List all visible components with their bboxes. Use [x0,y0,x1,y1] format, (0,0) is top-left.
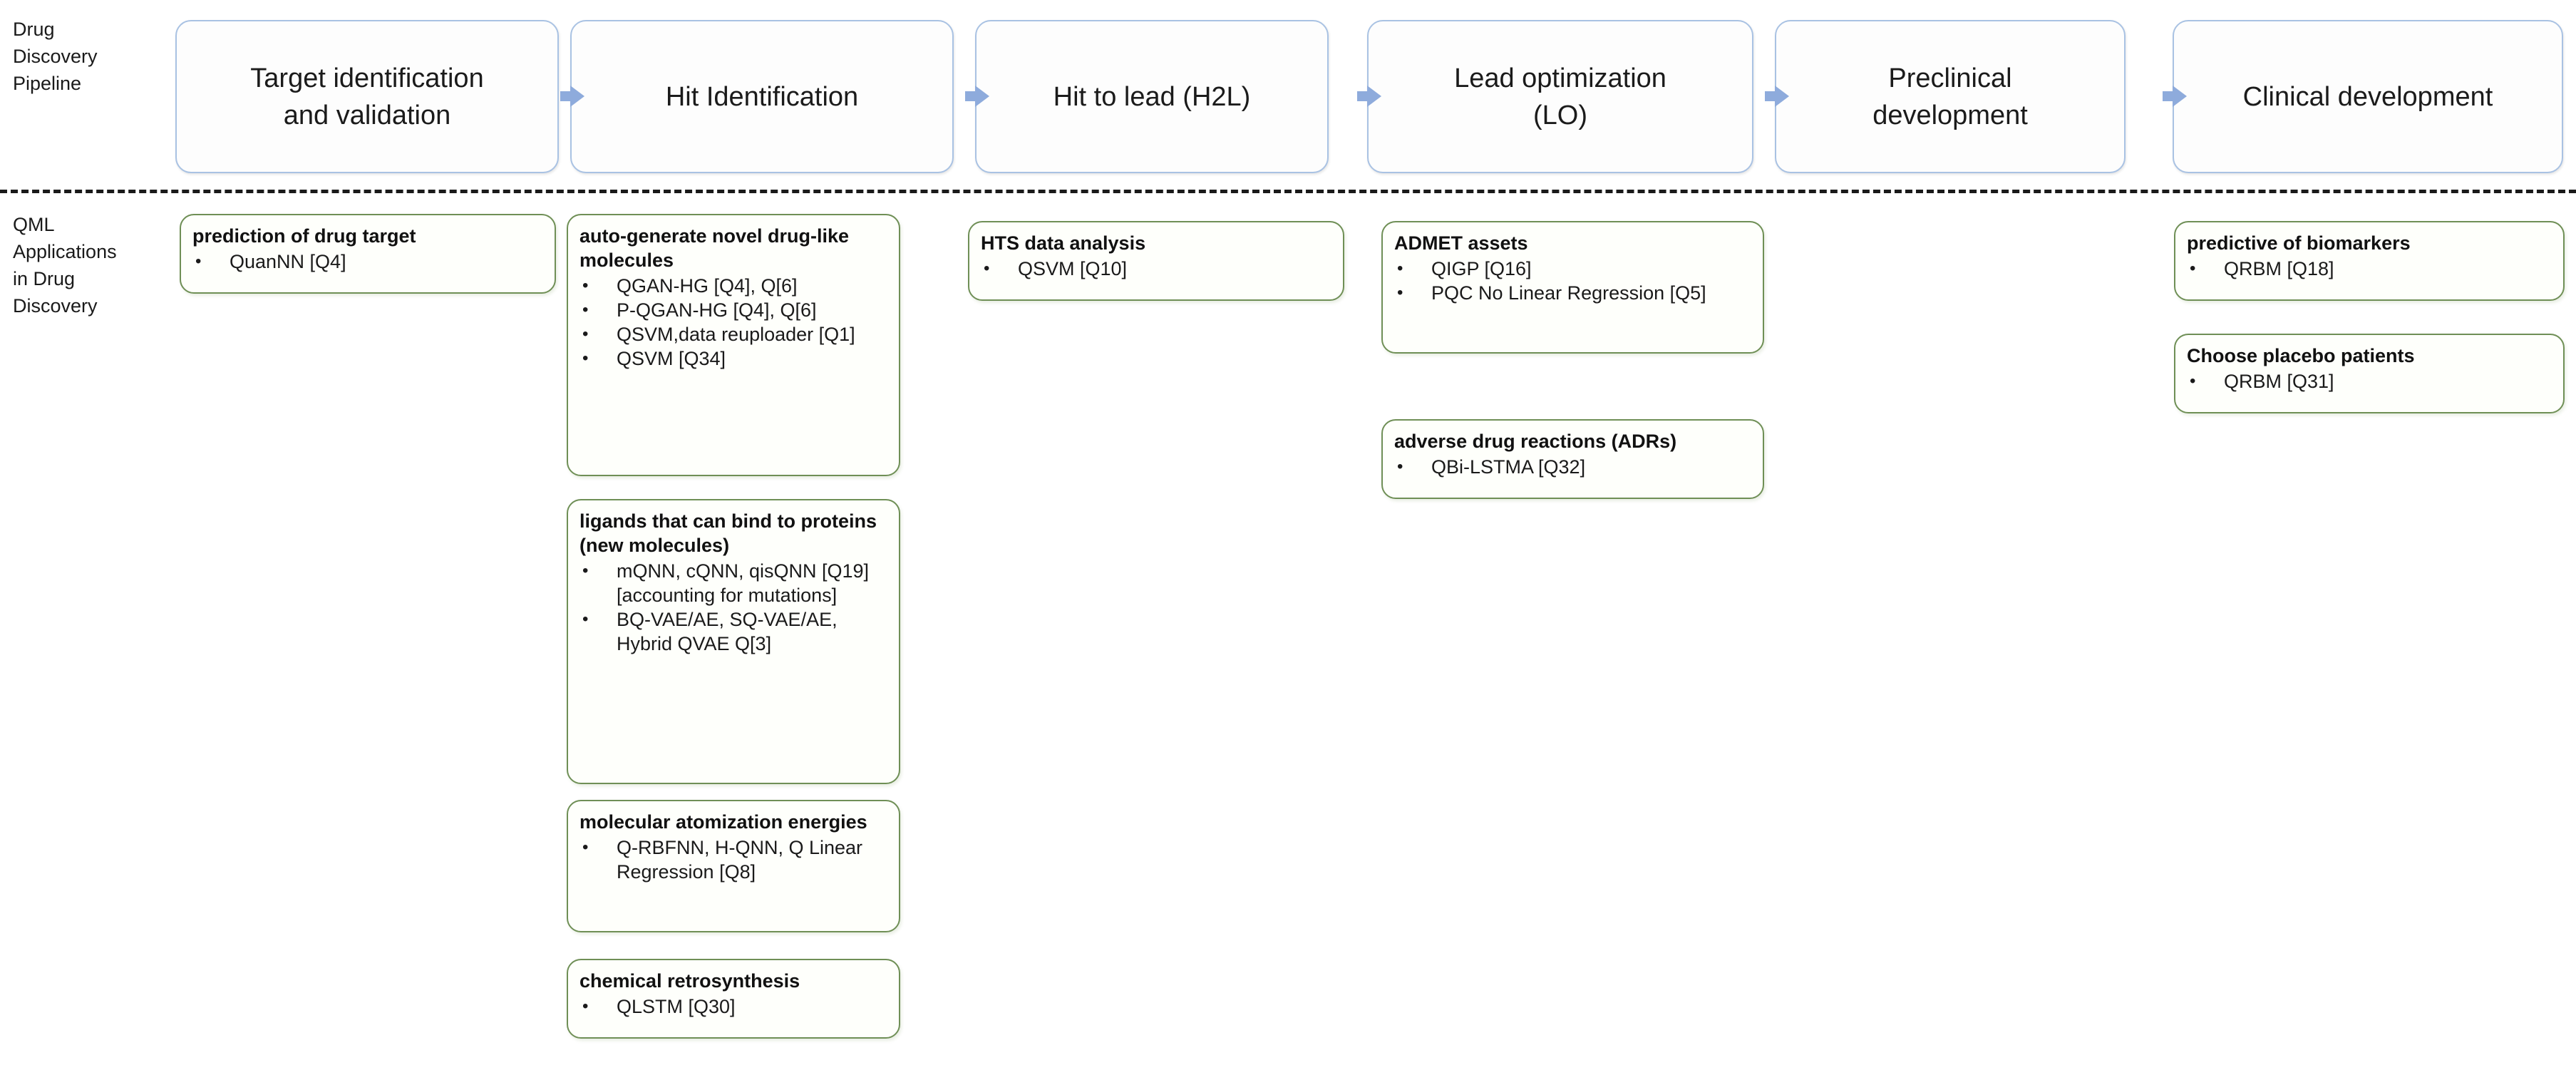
pipeline-stage-clinical-development[interactable]: Clinical development [2173,20,2563,173]
qml-box-items: • QLSTM [Q30] [579,994,887,1019]
list-item-label: PQC No Linear Regression [Q5] [1431,282,1706,304]
qml-box-title: predictive of biomarkers [2187,232,2411,254]
pipeline-stage-hit-to-lead[interactable]: Hit to lead (H2L) [975,20,1329,173]
list-item: • QSVM,data reuploader [Q1] [579,322,887,346]
qml-box-ligands-that-can-bind-to-proteins[interactable]: ligands that can bind to proteins (new m… [567,499,900,784]
qml-box-adverse-drug-reactions[interactable]: adverse drug reactions (ADRs) • QBi-LSTMA… [1381,419,1764,499]
bullet-icon: • [582,349,589,368]
list-item-label: QIGP [Q16] [1431,258,1532,279]
qml-box-items: • QBi-LSTMA [Q32] [1394,455,1751,479]
qml-box-title: adverse drug reactions (ADRs) [1394,431,1677,452]
qml-box-auto-generate-novel-drug-like-molecules[interactable]: auto-generate novel drug-like molecules … [567,214,900,476]
pipeline-stage-target-identification-and-validation[interactable]: Target identification and validation [175,20,559,173]
arrow-right-icon-1 [560,86,584,107]
bullet-icon: • [195,252,202,271]
qml-box-items: • QIGP [Q16] • PQC No Linear Regression [Q… [1394,257,1751,305]
qml-box-title: auto-generate novel drug-like molecules [579,225,850,271]
pipeline-stage-label: Lead optimization (LO) [1454,63,1666,130]
bullet-icon: • [1397,259,1403,278]
list-item: • PQC No Linear Regression [Q5] [1394,281,1751,305]
list-item: • QGAN-HG [Q4], Q[6] [579,274,887,298]
qml-box-choose-placebo-patients[interactable]: Choose placebo patients • QRBM [Q31] [2174,334,2565,413]
bullet-icon: • [1397,283,1403,302]
arrow-right-icon-5 [2163,86,2187,107]
list-item-label: QBi-LSTMA [Q32] [1431,456,1586,478]
qml-box-admet-assets[interactable]: ADMET assets • QIGP [Q16] • PQC No Linear … [1381,221,1764,354]
bullet-icon: • [1397,457,1403,476]
qml-box-items: • QRBM [Q31] [2187,369,2552,393]
arrow-right-icon-3 [1357,86,1381,107]
pipeline-stage-label: Hit to lead (H2L) [1053,81,1251,112]
pipeline-stage-lead-optimization[interactable]: Lead optimization (LO) [1367,20,1753,173]
list-item: • QBi-LSTMA [Q32] [1394,455,1751,479]
list-item: • Q-RBFNN, H-QNN, Q Linear Regression [Q8… [579,835,887,884]
qml-box-title: prediction of drug target [192,225,416,247]
qml-box-items: • mQNN, cQNN, qisQNN [Q19] [accounting fo… [579,559,887,656]
list-item: • QRBM [Q31] [2187,369,2552,393]
qml-box-title: ADMET assets [1394,232,1528,254]
row-label-pipeline: Drug Discovery Pipeline [13,19,98,94]
pipeline-stage-hit-identification[interactable]: Hit Identification [570,20,954,173]
qml-box-molecular-atomization-energies[interactable]: molecular atomization energies • Q-RBFNN,… [567,800,900,932]
qml-box-items: • Q-RBFNN, H-QNN, Q Linear Regression [Q8… [579,835,887,884]
list-item: • BQ-VAE/AE, SQ-VAE/AE, Hybrid QVAE Q[3] [579,607,887,656]
qml-box-title: ligands that can bind to proteins (new m… [579,510,877,556]
list-item-label: BQ-VAE/AE, SQ-VAE/AE, Hybrid QVAE Q[3] [617,609,838,654]
bullet-icon: • [582,324,589,344]
list-item-label: QRBM [Q18] [2224,258,2334,279]
list-item-label: P-QGAN-HG [Q4], Q[6] [617,299,817,321]
list-item-label: QRBM [Q31] [2224,371,2334,392]
bullet-icon: • [582,838,589,857]
qml-box-prediction-of-drug-target[interactable]: prediction of drug target • QuanNN [Q4] [180,214,556,294]
list-item: • QLSTM [Q30] [579,994,887,1019]
qml-box-items: • QRBM [Q18] [2187,257,2552,281]
bullet-icon: • [582,276,589,295]
qml-box-title: molecular atomization energies [579,811,867,833]
list-item-label: QSVM,data reuploader [Q1] [617,324,855,345]
qml-box-chemical-retrosynthesis[interactable]: chemical retrosynthesis • QLSTM [Q30] [567,959,900,1039]
bullet-icon: • [582,561,589,580]
qml-box-title: chemical retrosynthesis [579,970,800,992]
list-item-label: QLSTM [Q30] [617,996,736,1017]
bullet-icon: • [2190,259,2196,278]
list-item-label: QSVM [Q34] [617,348,726,369]
bullet-icon: • [582,997,589,1016]
section-divider [0,190,2576,193]
bullet-icon: • [984,259,990,278]
list-item: • P-QGAN-HG [Q4], Q[6] [579,298,887,322]
pipeline-stage-preclinical-development[interactable]: Preclinical development [1775,20,2126,173]
qml-box-title: HTS data analysis [981,232,1146,254]
arrow-right-icon-2 [965,86,989,107]
list-item-label: Q-RBFNN, H-QNN, Q Linear Regression [Q8] [617,837,863,883]
qml-box-items: • QuanNN [Q4] [192,250,543,274]
qml-box-items: • QSVM [Q10] [981,257,1331,281]
bullet-icon: • [582,300,589,319]
list-item-label: QGAN-HG [Q4], Q[6] [617,275,798,297]
list-item-label: QuanNN [Q4] [230,251,346,272]
bullet-icon: • [582,609,589,629]
list-item: • QRBM [Q18] [2187,257,2552,281]
row-label-qml-applications: QML Applications in Drug Discovery [13,214,117,317]
pipeline-stage-label: Preclinical development [1872,63,2028,130]
bullet-icon: • [2190,371,2196,391]
qml-box-predictive-of-biomarkers[interactable]: predictive of biomarkers • QRBM [Q18] [2174,221,2565,301]
arrow-right-icon-4 [1765,86,1789,107]
pipeline-stage-label: Hit Identification [665,81,859,112]
qml-box-items: • QGAN-HG [Q4], Q[6] • P-QGAN-HG [Q4], Q[6… [579,274,887,371]
list-item-label: mQNN, cQNN, qisQNN [Q19] [accounting for… [617,560,870,606]
list-item: • QSVM [Q10] [981,257,1331,281]
pipeline-stage-label: Clinical development [2242,81,2493,112]
list-item-label: QSVM [Q10] [1018,258,1128,279]
pipeline-stage-label: Target identification and validation [250,63,484,130]
list-item: • mQNN, cQNN, qisQNN [Q19] [accounting fo… [579,559,887,607]
list-item: • QSVM [Q34] [579,346,887,371]
qml-box-title: Choose placebo patients [2187,345,2415,366]
list-item: • QuanNN [Q4] [192,250,543,274]
list-item: • QIGP [Q16] [1394,257,1751,281]
qml-box-hts-data-analysis[interactable]: HTS data analysis • QSVM [Q10] [968,221,1344,301]
